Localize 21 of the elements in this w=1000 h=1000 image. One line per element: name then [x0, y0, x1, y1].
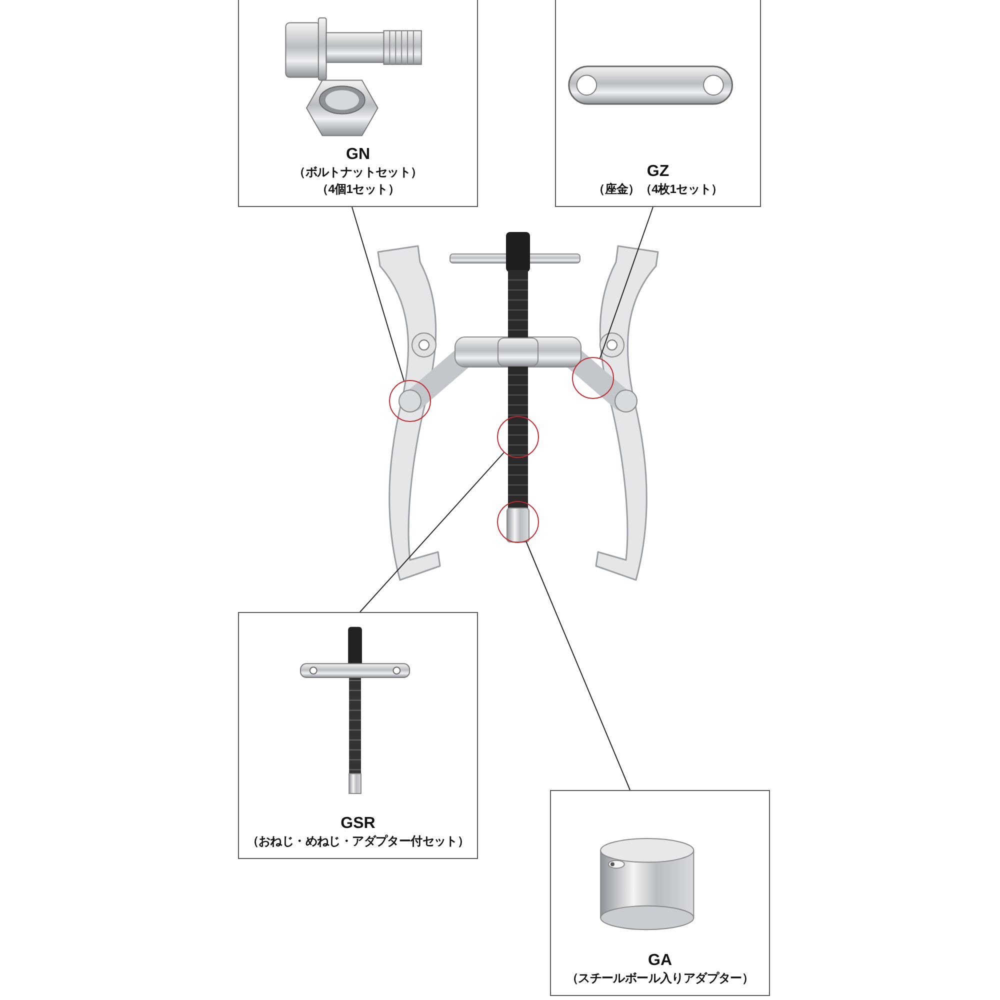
part-description: （4個1セット） — [316, 181, 400, 198]
highlight-circle — [497, 416, 539, 458]
leader-line — [599, 206, 654, 359]
highlight-circle — [389, 380, 431, 422]
part-code: GN — [345, 146, 371, 164]
part-description: （ボルトナットセット） — [292, 164, 424, 181]
part-description: （おねじ・めねじ・アダプター付セット） — [246, 833, 470, 850]
part-callout-box — [238, 0, 478, 207]
leader-line — [352, 206, 404, 382]
part-description: （座金）（4枚1セット） — [592, 181, 724, 198]
part-callout-box — [550, 790, 770, 996]
leader-line — [526, 540, 630, 790]
part-code: GA — [647, 952, 673, 970]
highlight-circle — [572, 357, 614, 399]
part-code: GSR — [340, 815, 376, 833]
part-code: GZ — [646, 163, 670, 181]
leader-line — [360, 452, 504, 612]
highlight-circle — [497, 501, 539, 543]
part-description: （スチールボール入りアダプター） — [565, 970, 755, 987]
part-callout-box — [238, 612, 478, 859]
part-callout-box — [555, 0, 761, 207]
